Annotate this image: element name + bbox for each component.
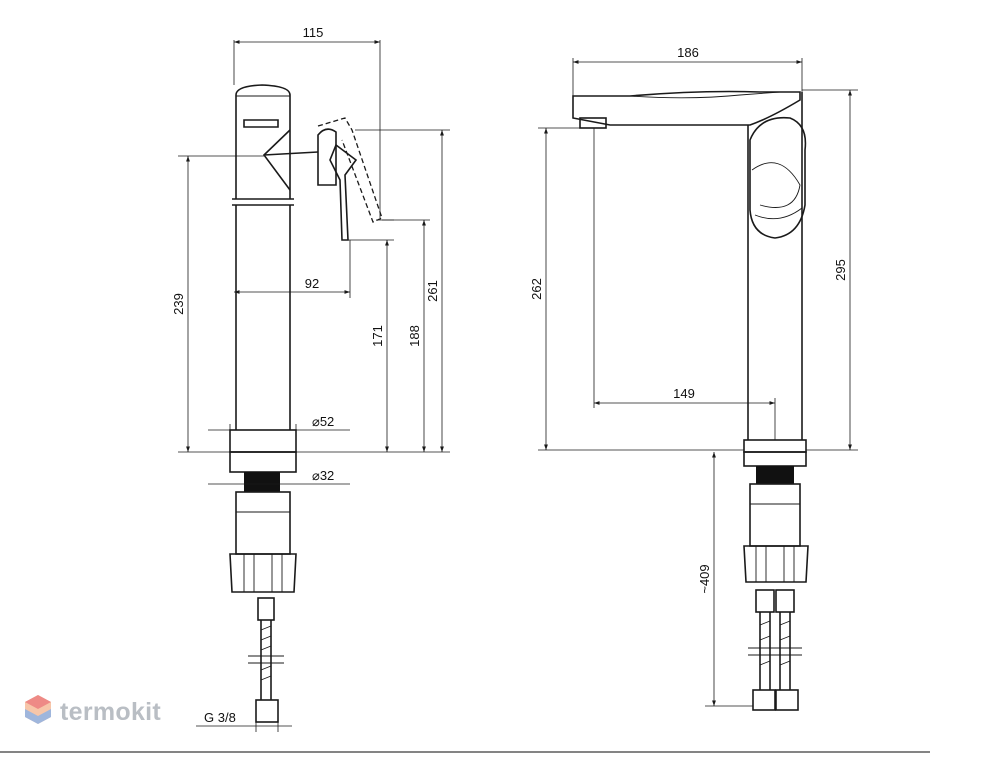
spout	[572, 90, 801, 126]
dim-height-total: 261	[425, 280, 440, 302]
dim-height-outlet: 188	[407, 325, 422, 347]
termokit-logo-icon	[25, 695, 51, 724]
faucet-cap	[235, 84, 291, 130]
side-base	[743, 439, 807, 453]
mounting-nut	[235, 491, 291, 555]
dim-thread: G 3/8	[204, 710, 236, 725]
dim-hose-length: ~409	[697, 564, 712, 593]
lever-stem	[262, 129, 319, 191]
shank	[244, 472, 280, 492]
dim-length-overall: 186	[677, 45, 699, 60]
brand-name: termokit	[60, 698, 162, 726]
side-shank	[756, 466, 794, 484]
lever-side	[749, 116, 807, 239]
base-flange	[229, 429, 297, 453]
dim-height-total-side: 295	[833, 259, 848, 281]
lever-handle-alt	[317, 117, 383, 223]
hose-fitting	[255, 699, 279, 723]
lever-housing	[317, 128, 337, 186]
dim-width-overall: 115	[303, 25, 324, 40]
dim-height-handle: 171	[370, 325, 385, 347]
side-view: 186 149 262 295 ~409	[529, 45, 858, 711]
dim-height-outlet-side: 262	[529, 278, 544, 300]
aerator	[243, 119, 279, 128]
dim-diameter-shank: ⌀32	[312, 468, 334, 483]
dim-height-body: 239	[171, 293, 186, 315]
dim-diameter-base: ⌀52	[312, 414, 334, 429]
lever-handle	[329, 143, 358, 241]
front-view: 115 92 239 171 188 261 ⌀52 ⌀32 G 3/8	[171, 25, 450, 732]
dim-outlet-offset: 149	[673, 386, 695, 401]
dim-spout-reach: 92	[305, 276, 319, 291]
